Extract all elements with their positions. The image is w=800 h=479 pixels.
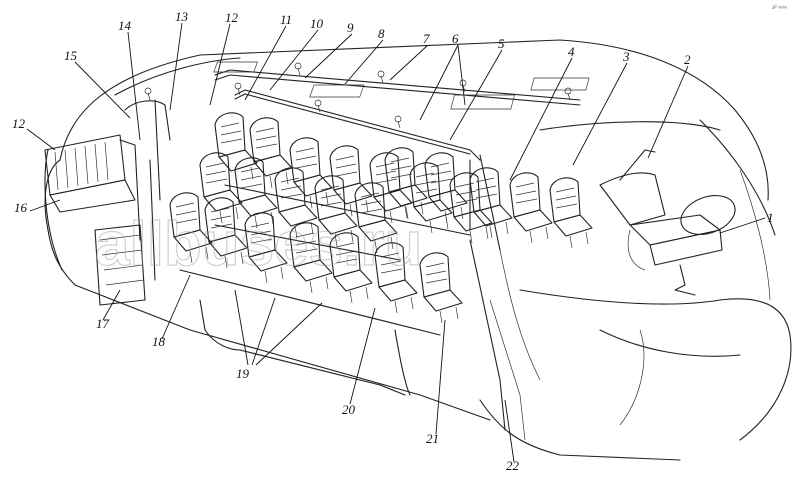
callout-12-rear: 12 xyxy=(12,116,26,131)
leader-19c xyxy=(255,302,323,366)
callout-labels: 1 2 3 4 5 6 7 8 9 10 11 12 13 14 15 12 1… xyxy=(12,9,774,473)
callout-18: 18 xyxy=(152,334,166,349)
callout-3: 3 xyxy=(622,49,630,64)
roof-hatches xyxy=(213,61,590,110)
leader-21 xyxy=(435,319,446,435)
callout-4: 4 xyxy=(568,44,575,59)
leader-12a xyxy=(209,23,231,106)
leader-15 xyxy=(74,61,131,119)
callout-21: 21 xyxy=(426,431,439,446)
passenger-seat xyxy=(289,137,333,209)
leader-6b xyxy=(457,44,466,106)
watermark: allbuses.ru xyxy=(95,210,422,279)
seat-rail xyxy=(214,224,401,261)
leader-5 xyxy=(449,49,503,141)
leader-18 xyxy=(161,274,191,340)
callout-17: 17 xyxy=(96,316,110,331)
passenger-seat xyxy=(249,117,293,189)
callout-1: 1 xyxy=(767,210,774,225)
callout-9: 9 xyxy=(347,20,354,35)
leader-1 xyxy=(719,217,766,234)
corner-mark: з² ∞∞ xyxy=(772,5,787,11)
leader-19b xyxy=(251,297,276,366)
passenger-seat xyxy=(244,212,288,284)
callout-2: 2 xyxy=(684,52,691,67)
passenger-seat xyxy=(169,192,213,264)
passenger-seat xyxy=(274,167,318,239)
callout-20: 20 xyxy=(342,402,356,417)
passenger-seat xyxy=(329,232,373,304)
leader-3 xyxy=(572,62,628,166)
callout-19: 19 xyxy=(236,366,250,381)
callout-5: 5 xyxy=(498,36,505,51)
seat-rail xyxy=(179,269,441,336)
callout-10: 10 xyxy=(310,16,324,31)
callout-11: 11 xyxy=(280,12,292,27)
passenger-seat xyxy=(424,152,468,224)
callout-22: 22 xyxy=(506,458,520,473)
leader-10 xyxy=(269,29,319,91)
seat-rail xyxy=(224,184,471,236)
leader-14 xyxy=(127,31,141,141)
callout-15: 15 xyxy=(64,48,78,63)
leader-19a xyxy=(234,289,249,366)
rear-seating xyxy=(44,100,171,306)
leader-2 xyxy=(647,65,689,159)
passenger-seat xyxy=(354,182,398,254)
passenger-seat xyxy=(449,172,493,244)
leader-17 xyxy=(102,289,121,321)
leader-6a xyxy=(419,44,459,121)
passenger-seats xyxy=(169,112,593,336)
passenger-seat xyxy=(549,177,593,249)
passenger-seat xyxy=(204,197,248,269)
passenger-seat xyxy=(289,222,333,294)
callout-8: 8 xyxy=(378,26,385,41)
leader-22 xyxy=(504,399,515,463)
leader-9 xyxy=(304,33,353,79)
passenger-seat xyxy=(384,147,428,219)
bus-body-outline xyxy=(44,39,792,461)
passenger-seat xyxy=(329,145,373,217)
callout-16: 16 xyxy=(14,200,28,215)
leader-16 xyxy=(29,199,61,212)
leader-lines xyxy=(26,22,766,463)
passenger-seat xyxy=(214,112,258,184)
stanchions xyxy=(154,99,501,251)
passenger-seat xyxy=(419,252,463,324)
leader-12b xyxy=(26,128,56,151)
callout-14: 14 xyxy=(118,18,132,33)
leader-8 xyxy=(344,39,384,85)
leader-11 xyxy=(244,25,287,101)
leader-20 xyxy=(349,307,376,405)
callout-12-top: 12 xyxy=(225,10,239,25)
passenger-seat xyxy=(509,172,553,244)
callout-6: 6 xyxy=(452,31,459,46)
leader-13 xyxy=(169,22,183,111)
roof-handrail xyxy=(144,62,581,161)
passenger-seat xyxy=(314,175,358,247)
callout-13: 13 xyxy=(175,9,189,24)
driver-area xyxy=(599,149,736,296)
passenger-seat xyxy=(234,157,278,229)
leader-4 xyxy=(509,57,573,181)
callout-7: 7 xyxy=(423,31,430,46)
leader-7 xyxy=(389,44,429,81)
